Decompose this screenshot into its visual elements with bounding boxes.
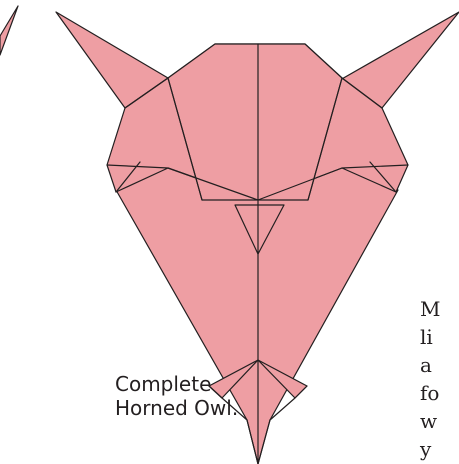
caption-line-1: Complete	[115, 372, 238, 396]
cropped-text-line: li	[420, 323, 440, 351]
neighbor-ear-fragment	[0, 6, 18, 55]
cropped-text-line: a	[420, 351, 440, 379]
caption-line-2: Horned Owl.	[115, 396, 238, 420]
cropped-text-line: M	[420, 295, 440, 323]
cropped-text-line: fo	[420, 379, 440, 407]
cropped-side-text: M li a fo w y	[420, 295, 440, 463]
cropped-text-line: w	[420, 407, 440, 435]
diagram-caption: Complete Horned Owl.	[115, 372, 238, 420]
cropped-text-line: y	[420, 435, 440, 463]
